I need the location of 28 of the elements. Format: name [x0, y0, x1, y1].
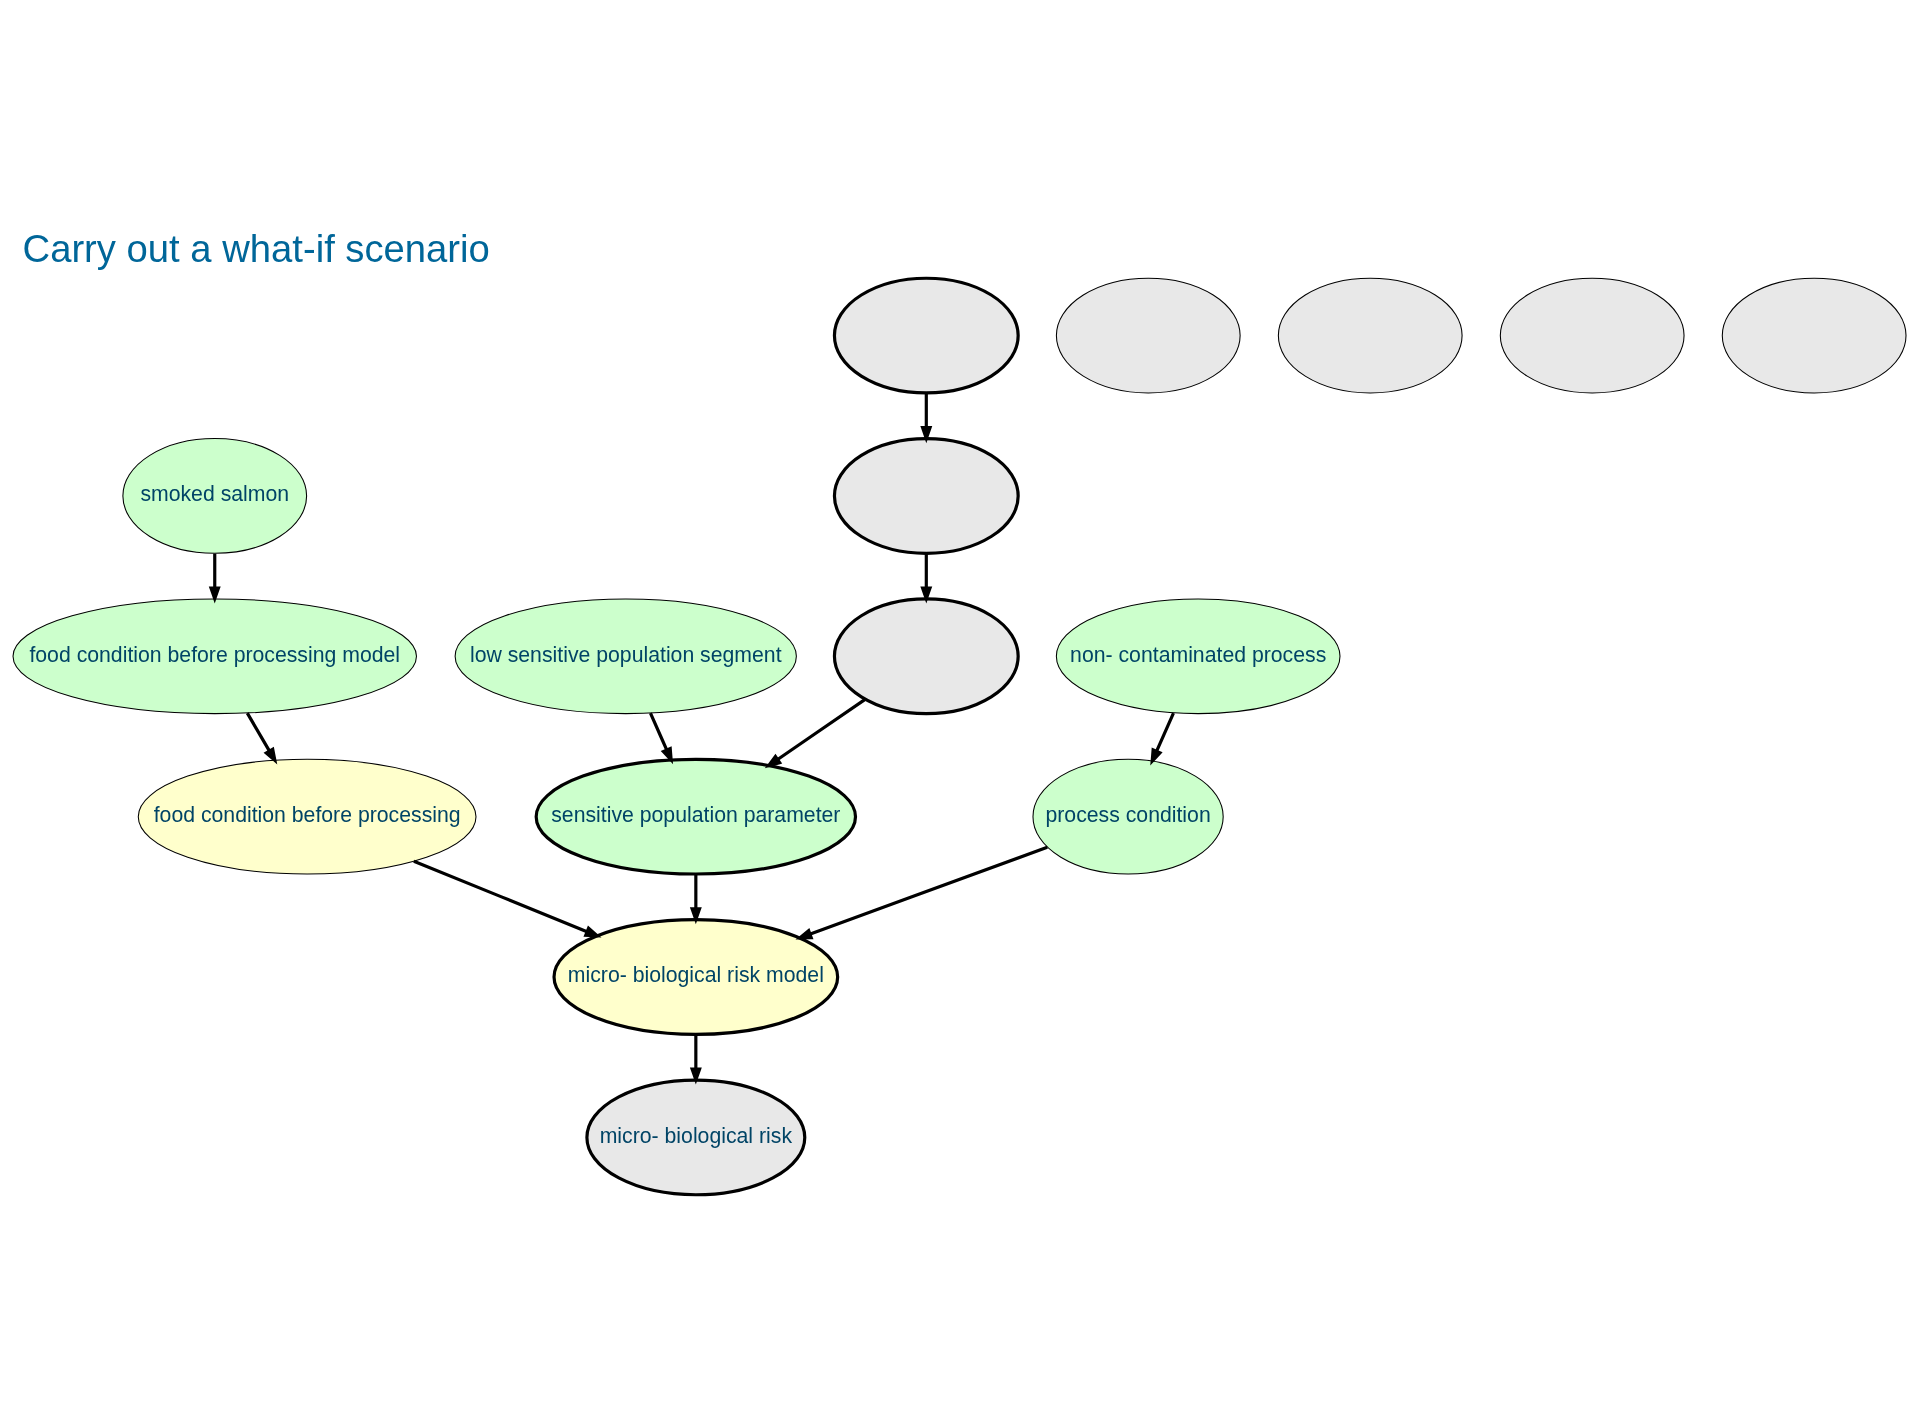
node-ellipse: food condition before processing [137, 758, 477, 875]
arrow [413, 859, 602, 938]
node-ellipse: low sensitive population segment [454, 597, 797, 714]
node-ellipse: non- contaminated process [1055, 597, 1341, 714]
arrow [920, 392, 933, 443]
arrow [208, 553, 221, 604]
arrow [764, 697, 867, 768]
node-ellipse: smoked salmon [122, 437, 308, 554]
node-ellipse: process condition [1032, 758, 1224, 875]
arrow [689, 873, 702, 924]
node-ellipse [832, 596, 1020, 715]
node-ellipse [1277, 277, 1463, 393]
node-ellipse: sensitive population parameter [534, 757, 858, 876]
arrow [245, 711, 278, 764]
node-ellipse: micro- biological risk model [552, 917, 840, 1036]
diagram-title: Carry out a what-if scenario [22, 226, 490, 270]
node-ellipse: food condition before processing model [12, 597, 417, 714]
arrow [920, 553, 933, 603]
arrow [1150, 712, 1175, 766]
arrow [689, 1034, 702, 1085]
node-ellipse [832, 436, 1020, 555]
arrow [795, 845, 1048, 940]
node-ellipse [1055, 277, 1241, 393]
node-ellipse: micro- biological risk [585, 1077, 807, 1196]
node-ellipse [1499, 277, 1685, 393]
arrow [649, 712, 674, 764]
node-ellipse [1721, 277, 1907, 393]
node-ellipse [832, 276, 1020, 394]
